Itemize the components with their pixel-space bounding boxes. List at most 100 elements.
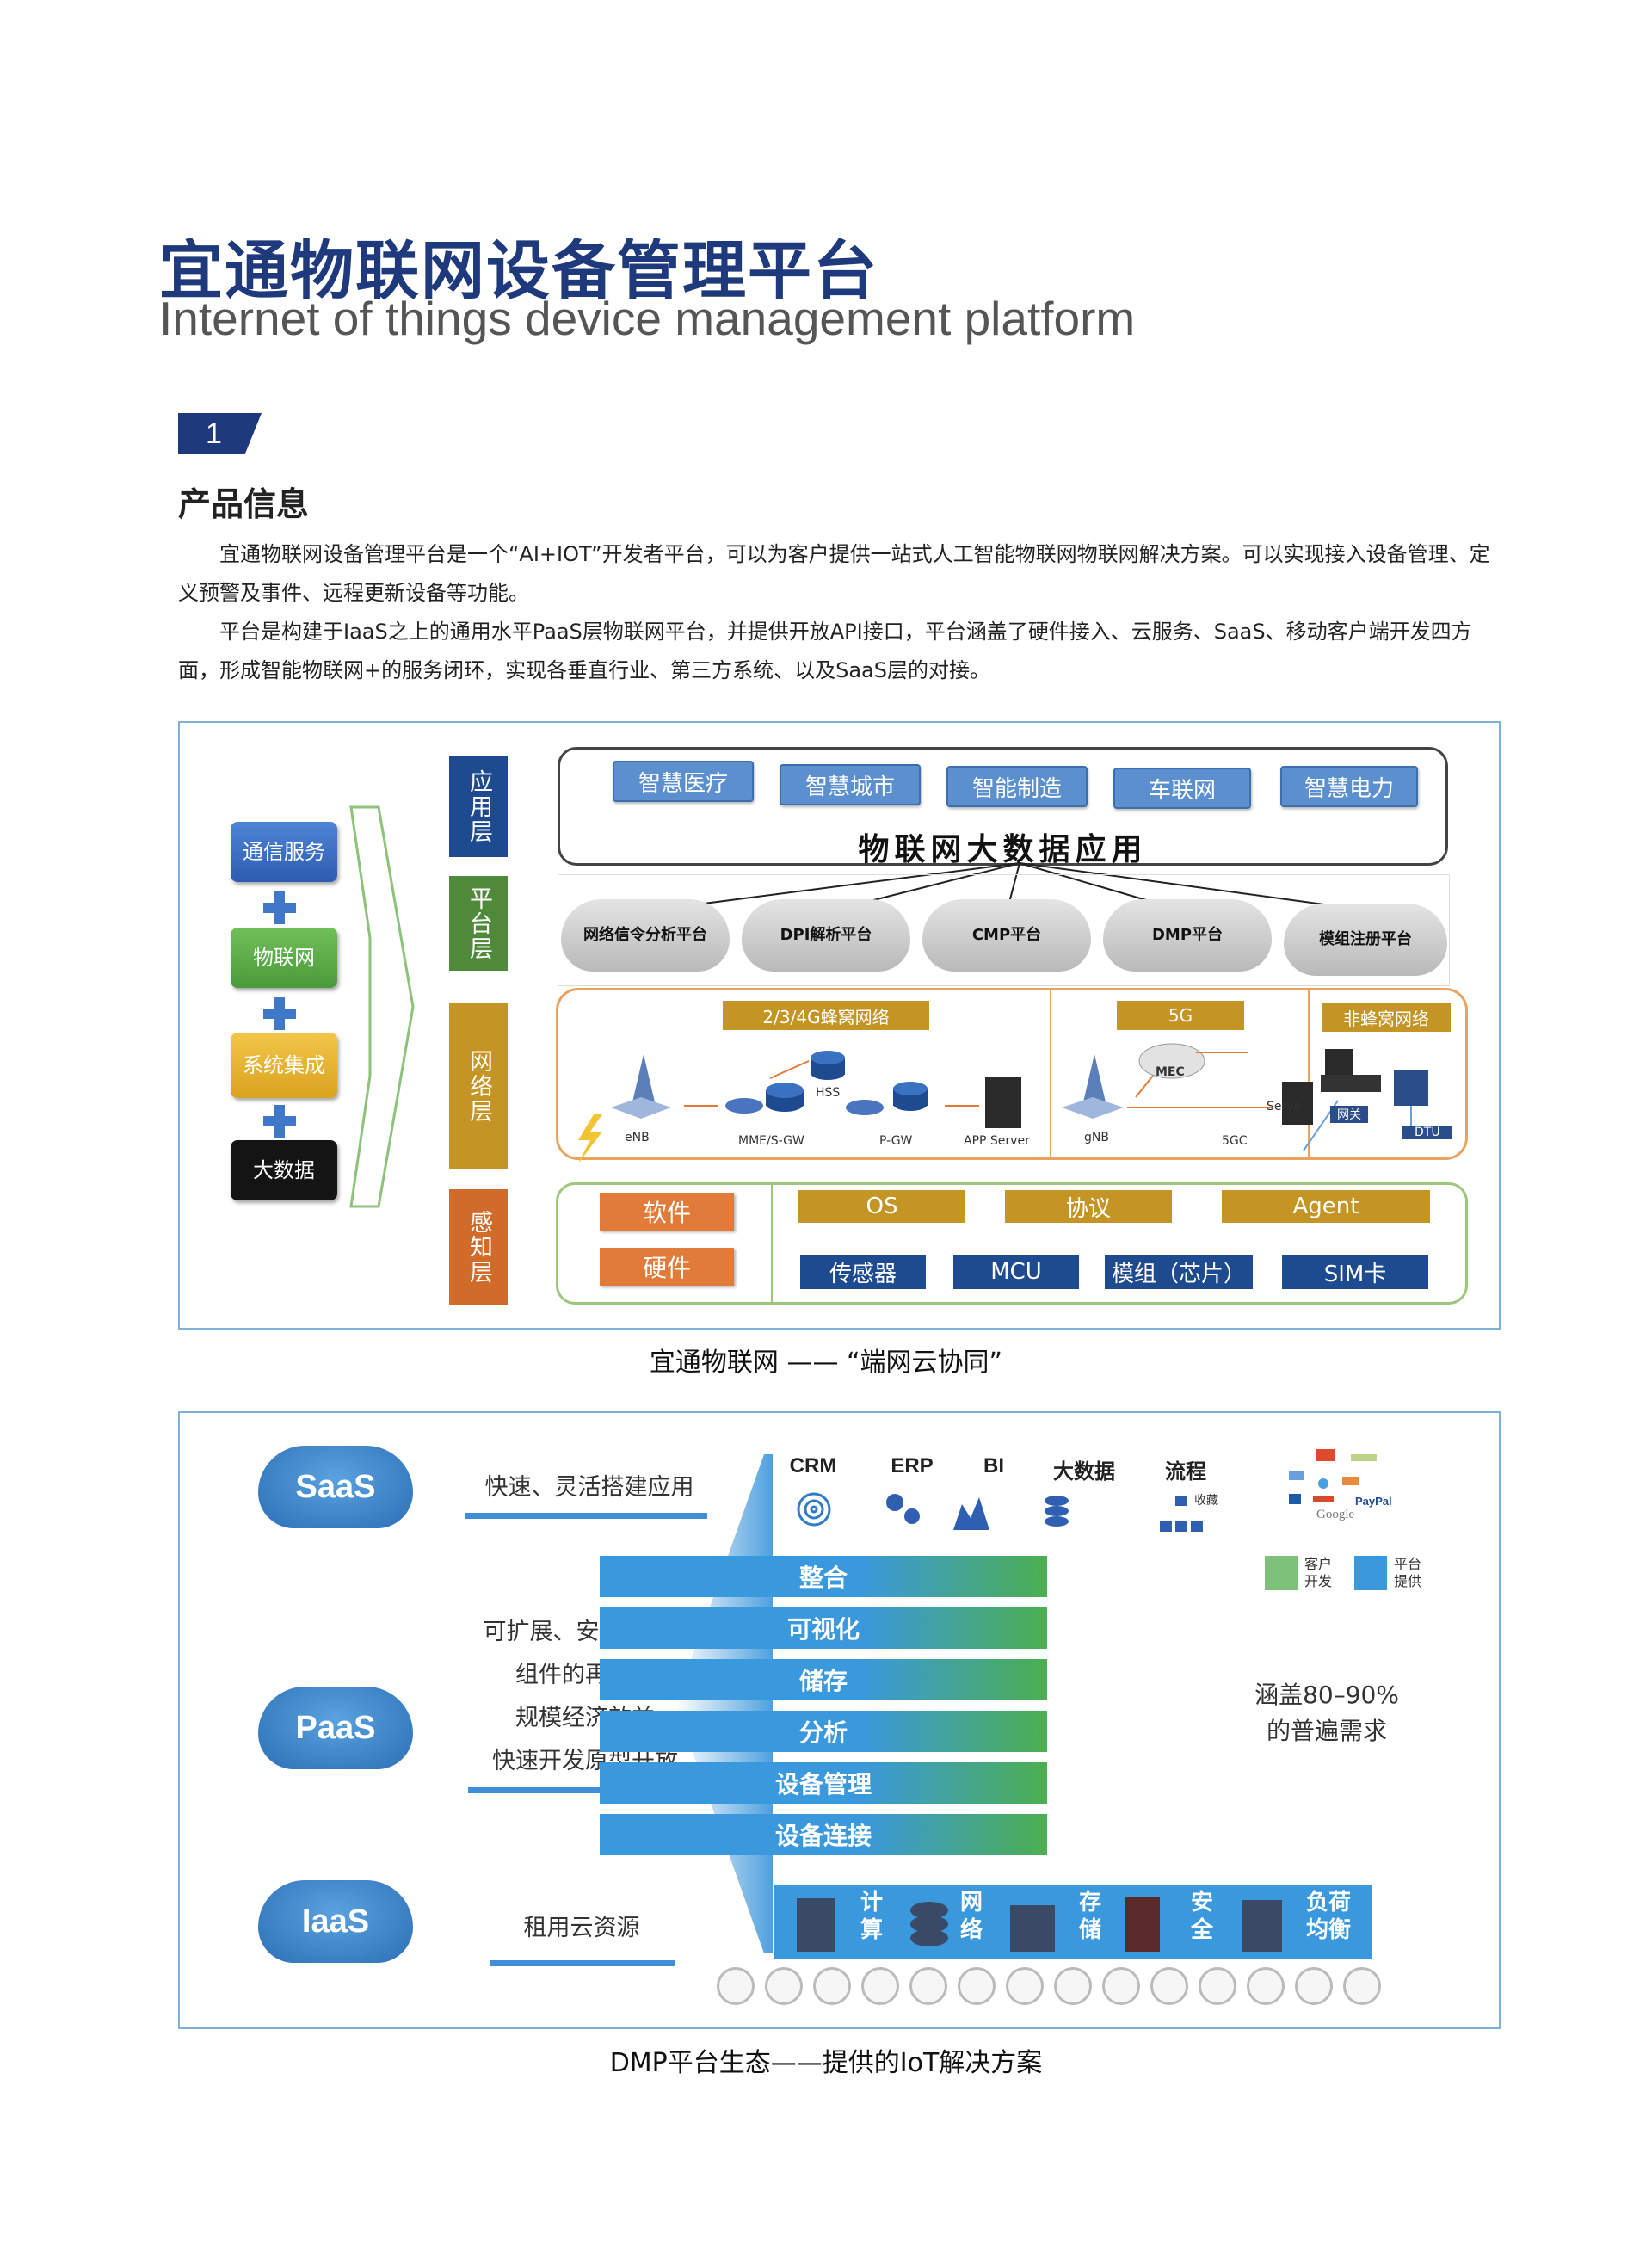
layer-network: 网络层: [449, 1003, 508, 1169]
saas-underline: [465, 1513, 707, 1519]
hw-mcu: MCU: [953, 1255, 1079, 1289]
device-icon: [1199, 1967, 1236, 2005]
label-app-server: APP Server: [964, 1134, 1030, 1148]
network-divider: [1308, 990, 1310, 1158]
partner-logos-graphic: [1289, 1449, 1377, 1504]
page-subtitle: Internet of things device management pla…: [159, 292, 1136, 345]
arrow-outline-graphic: [349, 805, 415, 1208]
net-non-cellular: 非蜂窝网络: [1322, 1003, 1451, 1032]
stack-analysis: 分析: [600, 1711, 1047, 1752]
label-serve: Serve: [1267, 1100, 1302, 1114]
page-title: 宜通物联网设备管理平台: [159, 234, 878, 308]
label-hss: HSS: [816, 1086, 841, 1100]
app-vehicle-network: 车联网: [1113, 768, 1251, 809]
label-gnb: gNB: [1084, 1131, 1109, 1144]
net-5g: 5G: [1117, 1001, 1244, 1030]
label-mec: MEC: [1156, 1065, 1185, 1079]
label-pgw: P-GW: [879, 1134, 913, 1148]
paas-underline: [468, 1787, 706, 1793]
paragraph-1: 宜通物联网设备管理平台是一个“AI+IOT”开发者平台，可以为客户提供一站式人工…: [178, 542, 1490, 605]
layer-platform: 平台层: [449, 876, 508, 971]
label-dtu: DTU: [1402, 1126, 1452, 1139]
device-icon: [765, 1967, 803, 2005]
device-icon: [1247, 1967, 1285, 2005]
hw-sim-card: SIM卡: [1282, 1255, 1428, 1289]
cloud-paas: PaaS: [258, 1687, 413, 1769]
cloud-saas: SaaS: [258, 1446, 413, 1528]
section-title: 产品信息: [178, 484, 310, 523]
logo-google: Google: [1316, 1508, 1355, 1521]
platform-signaling-analysis: 网络信令分析平台: [561, 899, 730, 972]
capability-big-data: 大数据: [231, 1140, 337, 1200]
figure-2-caption: DMP平台生态——提供的IoT解决方案: [609, 2048, 1043, 2078]
capability-iot: 物联网: [231, 928, 337, 988]
label-mme: MME/S-GW: [738, 1134, 804, 1148]
legend-platform-provided: 平台提供: [1394, 1556, 1422, 1589]
device-icon: [1054, 1967, 1092, 2005]
platform-dpi: DPI解析平台: [742, 899, 910, 972]
sensing-frame: [556, 1182, 1468, 1305]
sw-agent: Agent: [1222, 1190, 1430, 1223]
label-gateway: 网关: [1330, 1106, 1368, 1123]
platform-cmp: CMP平台: [922, 899, 1091, 972]
label-5gc: 5GC: [1222, 1134, 1248, 1148]
collect-label: 收藏: [1194, 1494, 1218, 1508]
label-big-data: 大数据: [1053, 1460, 1115, 1484]
stack-device-connection: 设备连接: [600, 1814, 1047, 1855]
iaas-description: 租用云资源: [523, 1915, 640, 1941]
resource-compute: 计算: [860, 1890, 884, 1943]
stack-visualization: 可视化: [600, 1607, 1047, 1649]
saas-description: 快速、灵活搭建应用: [484, 1474, 694, 1501]
legend-swatch-platform: [1354, 1556, 1387, 1590]
hw-sensor: 传感器: [800, 1255, 926, 1289]
coverage-line-1: 涵盖80–90%: [1254, 1681, 1399, 1709]
stack-storage: 储存: [600, 1659, 1047, 1700]
device-icon: [909, 1967, 947, 2005]
network-equipment-graphic: [578, 1043, 1428, 1162]
sensing-software: 软件: [600, 1193, 734, 1231]
iaas-underline: [490, 1960, 675, 1966]
resource-security: 安全: [1191, 1890, 1214, 1943]
layer-application: 应用层: [449, 756, 508, 857]
network-divider: [1050, 990, 1051, 1158]
device-icon: [1295, 1967, 1333, 2005]
label-enb: eNB: [625, 1131, 650, 1144]
device-icon: [813, 1967, 851, 2005]
hw-module-chip: 模组（芯片）: [1105, 1255, 1253, 1289]
app-smart-manufacturing: 智能制造: [946, 766, 1088, 807]
sw-protocol: 协议: [1005, 1190, 1172, 1223]
sensing-hardware: 硬件: [600, 1248, 734, 1286]
cloud-iaas: IaaS: [258, 1880, 413, 1963]
coverage-line-2: 的普遍需求: [1266, 1717, 1387, 1745]
stack-device-management: 设备管理: [600, 1762, 1047, 1804]
label-crm: CRM: [789, 1454, 837, 1478]
platform-dmp: DMP平台: [1103, 899, 1272, 972]
sensing-divider: [771, 1184, 773, 1303]
legend-customer-dev: 客户开发: [1304, 1556, 1333, 1589]
label-process: 流程: [1165, 1460, 1206, 1484]
logo-paypal: PayPal: [1355, 1495, 1392, 1508]
section-number-badge: 1: [178, 413, 262, 454]
plus-icon: [263, 1105, 296, 1138]
resource-storage: 存储: [1079, 1890, 1102, 1943]
figure-1-caption: 宜通物联网 —— “端网云协同”: [649, 1348, 1003, 1378]
plus-icon: [263, 997, 296, 1030]
resource-icons-graphic: [797, 1897, 1282, 1952]
platform-module-registry: 模组注册平台: [1284, 904, 1447, 976]
app-title: 物联网大数据应用: [858, 832, 1148, 867]
stack-integration: 整合: [600, 1556, 1047, 1597]
plus-icon: [263, 891, 296, 924]
platform-frame: [558, 874, 1450, 986]
capability-system-integration: 系统集成: [231, 1033, 337, 1098]
device-icon: [1150, 1967, 1188, 2005]
app-smart-city: 智慧城市: [780, 764, 921, 805]
layer-sensing: 感知层: [449, 1189, 508, 1305]
label-bi: BI: [983, 1454, 1004, 1478]
paragraph-2: 平台是构建于IaaS之上的通用水平PaaS层物联网平台，并提供开放API接口，平…: [178, 620, 1472, 682]
device-icon: [717, 1967, 755, 2005]
device-icon: [958, 1967, 996, 2005]
top-icons-graphic: [797, 1492, 1203, 1532]
sw-os: OS: [798, 1190, 965, 1223]
more-icon: [1343, 1967, 1381, 2005]
network-frame: [556, 988, 1468, 1160]
